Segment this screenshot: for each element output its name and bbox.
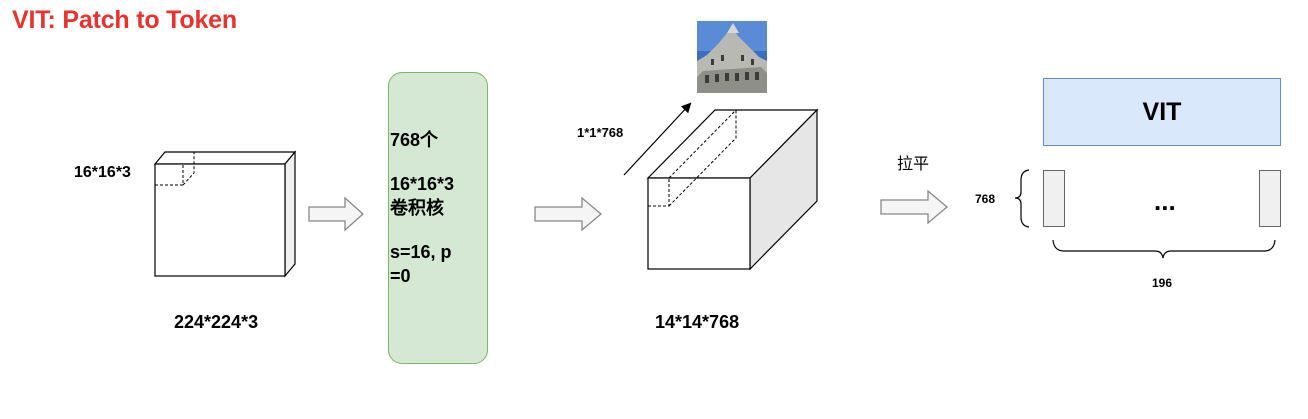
conv-line-stride: s=16, p: [390, 242, 452, 262]
token-ellipsis: ...: [1154, 186, 1176, 216]
arrow-right-icon: [534, 196, 603, 232]
photo-patch-thumbnail: [697, 21, 767, 93]
vit-label: VIT: [1142, 97, 1182, 126]
input-image-cube: [153, 150, 297, 278]
token-last: [1259, 170, 1281, 227]
left-brace: [1014, 169, 1030, 228]
token-column-dashed: [648, 109, 737, 207]
depth-arrow: [623, 102, 692, 176]
page-title: VIT: Patch to Token: [12, 6, 237, 34]
conv-line-kernel-word: 卷积核: [390, 198, 444, 218]
conv-line-count: 768个: [390, 130, 439, 150]
feature-map-size-label: 14*14*768: [655, 312, 740, 332]
input-size-label: 224*224*3: [174, 312, 259, 332]
bottom-brace: [1052, 239, 1276, 259]
conv-kernel-text: 768个 16*16*3 卷积核 s=16, p =0: [390, 128, 454, 288]
token-dim-label: 1*1*768: [577, 125, 624, 140]
token-dim-768-label: 768: [975, 192, 996, 206]
arrow-right-icon: [880, 189, 949, 225]
patch-size-label: 16*16*3: [74, 164, 131, 181]
conv-kernel-box: [388, 72, 488, 364]
arrow-right-icon: [308, 196, 364, 232]
feature-map-cube: [646, 108, 819, 271]
flatten-label: 拉平: [897, 156, 930, 173]
conv-line-padding: =0: [390, 266, 411, 286]
token-first: [1043, 170, 1065, 227]
vit-box: VIT: [1043, 78, 1281, 146]
token-count-label: 196: [1152, 276, 1173, 290]
conv-line-kernel-size: 16*16*3: [390, 174, 455, 194]
input-patch-dashed: [155, 151, 195, 186]
